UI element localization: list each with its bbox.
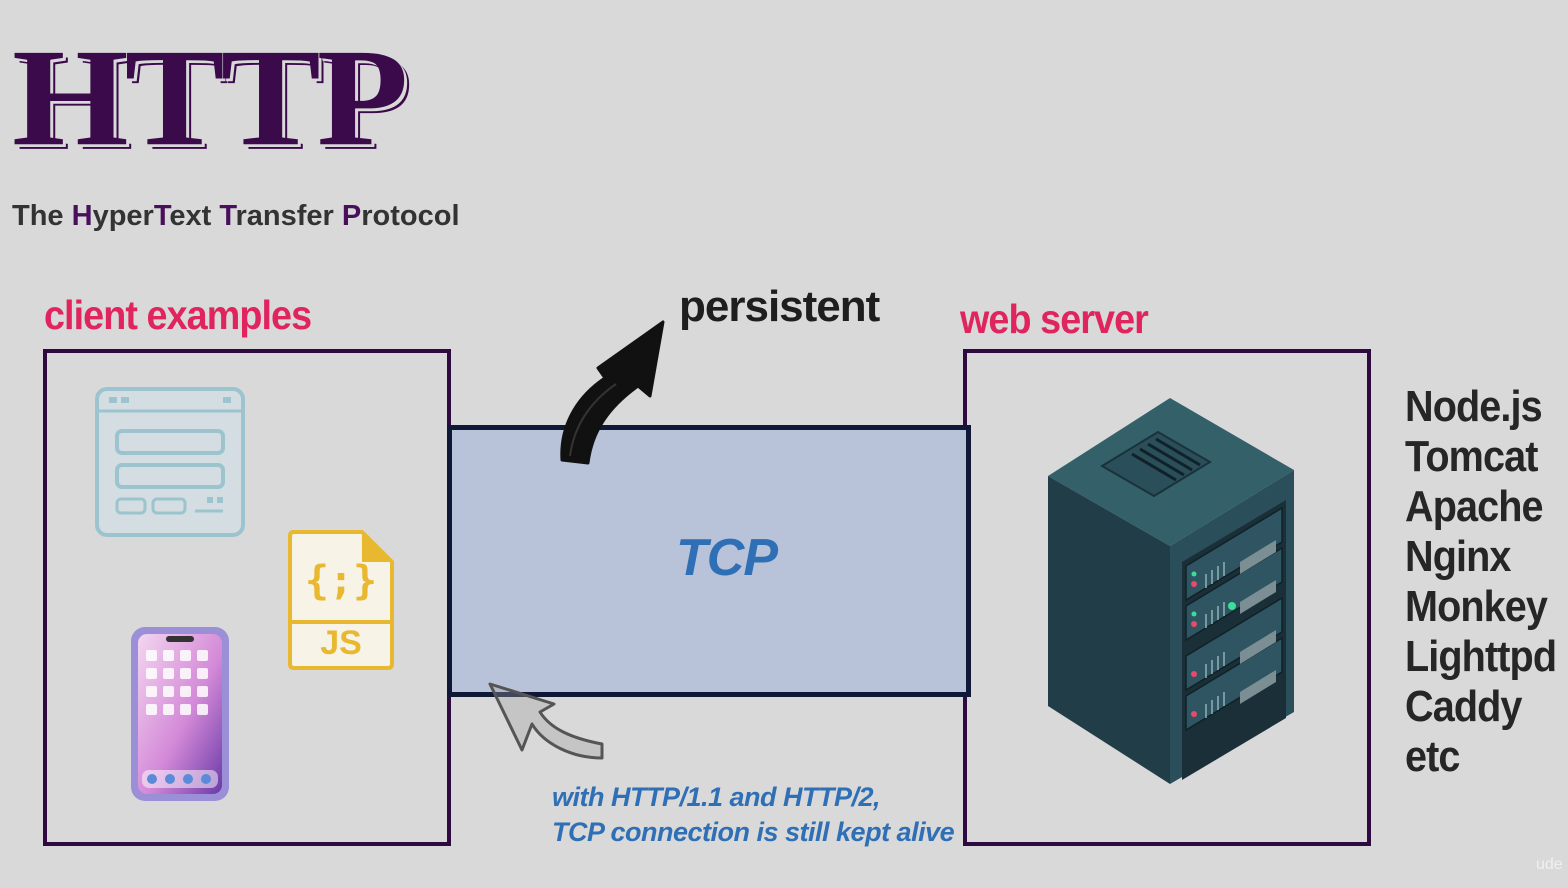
- note-line: with HTTP/1.1 and HTTP/2,: [552, 782, 881, 812]
- subtitle-initial-t2: T: [219, 200, 236, 232]
- server-example: Tomcat: [1405, 432, 1538, 481]
- keep-alive-note: with HTTP/1.1 and HTTP/2, TCP connection…: [552, 780, 955, 850]
- browser-window-icon: [95, 387, 245, 537]
- server-rack-icon: [1048, 398, 1294, 784]
- subtitle-part: rotocol: [361, 200, 460, 232]
- server-example: Node.js: [1405, 382, 1543, 431]
- server-section-label: web server: [960, 296, 1149, 342]
- server-example: Caddy: [1405, 682, 1522, 731]
- tcp-label: TCP: [676, 529, 778, 587]
- server-example: Apache: [1405, 482, 1544, 531]
- client-section-label: client examples: [44, 292, 312, 338]
- persistent-arrow-icon: [560, 320, 665, 465]
- page-subtitle: The HyperText Transfer Protocol: [12, 200, 460, 233]
- note-line: TCP connection is still kept alive: [552, 817, 955, 847]
- js-file-glyph: {;}: [304, 558, 378, 604]
- subtitle-part: yper: [92, 200, 154, 232]
- page-title: HTTP: [12, 20, 408, 175]
- server-example: Lighttpd: [1405, 632, 1557, 681]
- subtitle-initial-h: H: [71, 200, 93, 232]
- server-example: etc: [1405, 732, 1460, 781]
- subtitle-part: ext: [169, 200, 220, 232]
- keep-alive-arrow-icon: [488, 682, 604, 760]
- watermark: ude: [1536, 856, 1563, 873]
- smartphone-icon: [131, 627, 229, 801]
- tcp-connection-box: [447, 425, 971, 697]
- subtitle-part: The: [12, 200, 72, 232]
- js-file-label: JS: [320, 624, 362, 662]
- server-example: Nginx: [1405, 532, 1511, 581]
- server-example: Monkey: [1405, 582, 1548, 631]
- subtitle-initial-p: P: [341, 200, 362, 232]
- subtitle-initial-t: T: [153, 200, 170, 232]
- persistent-label: persistent: [679, 282, 880, 331]
- subtitle-part: ransfer: [235, 200, 342, 232]
- js-file-icon: {;} JS: [286, 528, 396, 670]
- server-examples-list: Node.js Tomcat Apache Nginx Monkey Light…: [1405, 382, 1568, 782]
